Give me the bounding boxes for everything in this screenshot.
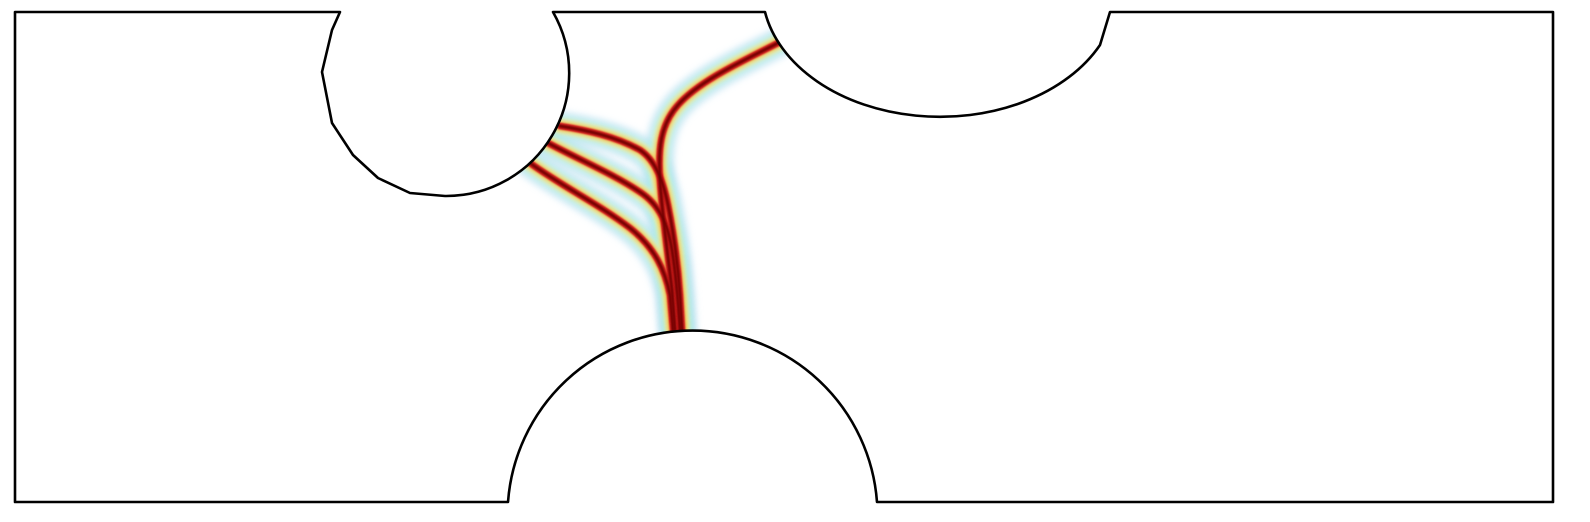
crack-field xyxy=(515,27,795,345)
specimen-outline xyxy=(13,10,1555,504)
crack-upper-left-hole-middle xyxy=(547,142,681,331)
crack-upper-left-hole-lower xyxy=(529,162,674,331)
crack-upper-right-hole xyxy=(658,41,781,331)
